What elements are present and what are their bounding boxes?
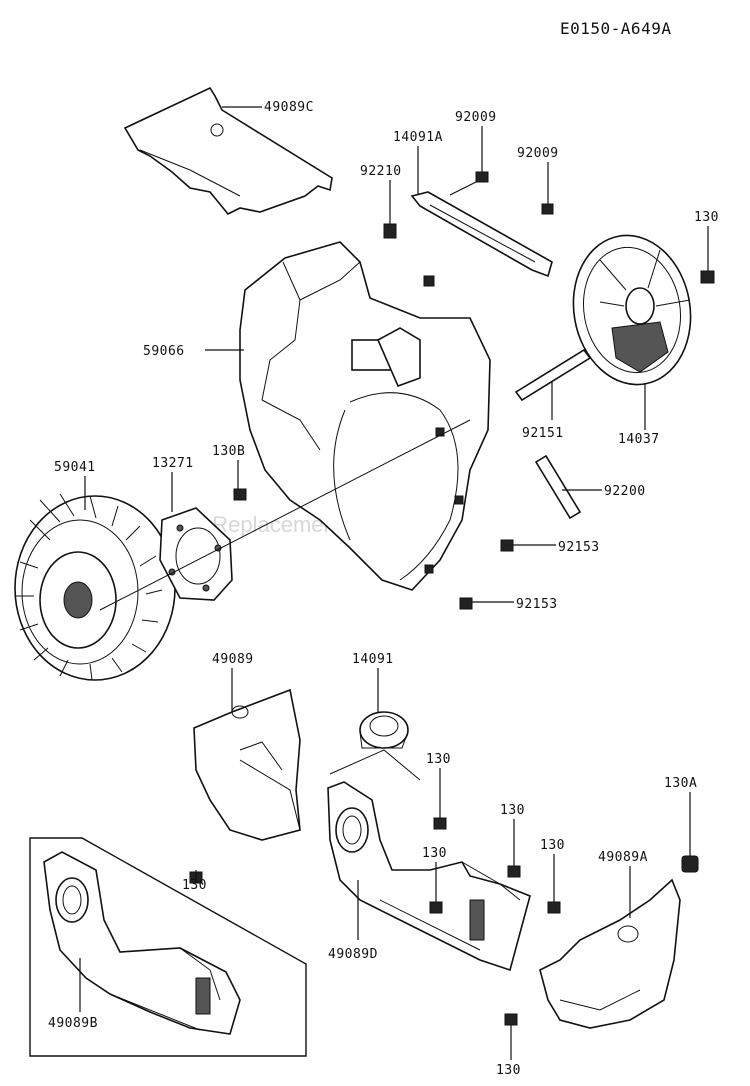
part-59041-flywheel[interactable] — [14, 493, 176, 681]
bolt-130-c[interactable] — [433, 817, 447, 830]
part-49089b-bracket[interactable] — [43, 851, 241, 1035]
axis-line — [99, 419, 471, 611]
label-14091[interactable]: 14091 — [352, 652, 394, 667]
label-130-a[interactable]: 130 — [694, 210, 719, 225]
label-92009-a[interactable]: 92009 — [455, 110, 497, 125]
bolt-92009-a[interactable] — [449, 171, 489, 196]
part-14091-bushing[interactable] — [359, 711, 409, 749]
bolt-130-f[interactable] — [547, 901, 561, 914]
label-49089a[interactable]: 49089A — [598, 850, 648, 865]
label-13271[interactable]: 13271 — [152, 456, 194, 471]
label-92210[interactable]: 92210 — [360, 164, 402, 179]
part-49089c-cover-plate[interactable] — [123, 86, 333, 216]
bolt-92153-b[interactable] — [459, 597, 473, 610]
bolt-130-g[interactable] — [504, 1013, 518, 1026]
bolt-92153-a[interactable] — [500, 539, 514, 552]
label-49089c[interactable]: 49089C — [264, 100, 314, 115]
label-49089b[interactable]: 49089B — [48, 1016, 98, 1031]
label-130-d[interactable]: 130 — [422, 846, 447, 861]
label-92200[interactable]: 92200 — [604, 484, 646, 499]
label-59066[interactable]: 59066 — [143, 344, 185, 359]
label-14091a[interactable]: 14091A — [393, 130, 443, 145]
label-130-e[interactable]: 130 — [500, 803, 525, 818]
label-49089d[interactable]: 49089D — [328, 947, 378, 962]
label-130-c[interactable]: 130 — [426, 752, 451, 767]
label-92151[interactable]: 92151 — [522, 426, 564, 441]
bolt-92009-b[interactable] — [541, 203, 554, 215]
leader-14091-assembly — [329, 749, 421, 781]
part-49089a-cover[interactable] — [539, 878, 681, 1029]
label-130-b[interactable]: 130 — [182, 878, 207, 893]
label-130a-plug[interactable]: 130A — [664, 776, 697, 791]
label-130-f[interactable]: 130 — [540, 838, 565, 853]
label-59041[interactable]: 59041 — [54, 460, 96, 475]
label-92153-a[interactable]: 92153 — [558, 540, 600, 555]
clip-92210[interactable] — [383, 223, 397, 239]
label-14037[interactable]: 14037 — [618, 432, 660, 447]
part-49089d-bracket[interactable] — [327, 781, 531, 972]
diagram-code: E0150-A649A — [560, 19, 671, 38]
label-92153-b[interactable]: 92153 — [516, 597, 558, 612]
label-49089[interactable]: 49089 — [212, 652, 254, 667]
label-130-g[interactable]: 130 — [496, 1063, 521, 1078]
bolt-130-d[interactable] — [429, 901, 443, 914]
inset-box — [29, 837, 307, 1057]
bolt-130-e[interactable] — [507, 865, 521, 878]
clip-inner — [423, 275, 435, 287]
part-49089-cover[interactable] — [193, 688, 301, 841]
label-92009-b[interactable]: 92009 — [517, 146, 559, 161]
part-14091a-bracket[interactable] — [410, 191, 553, 278]
part-130a-plug[interactable] — [681, 855, 699, 873]
bolt-130-a[interactable] — [700, 270, 715, 284]
part-92200-pin[interactable] — [534, 454, 582, 520]
bolt-130b[interactable] — [233, 488, 247, 501]
part-59066-blower-housing[interactable] — [239, 241, 491, 591]
part-14037-screen[interactable] — [562, 226, 702, 394]
part-92151-rod[interactable] — [514, 348, 592, 402]
label-130b-bolt[interactable]: 130B — [212, 444, 245, 459]
